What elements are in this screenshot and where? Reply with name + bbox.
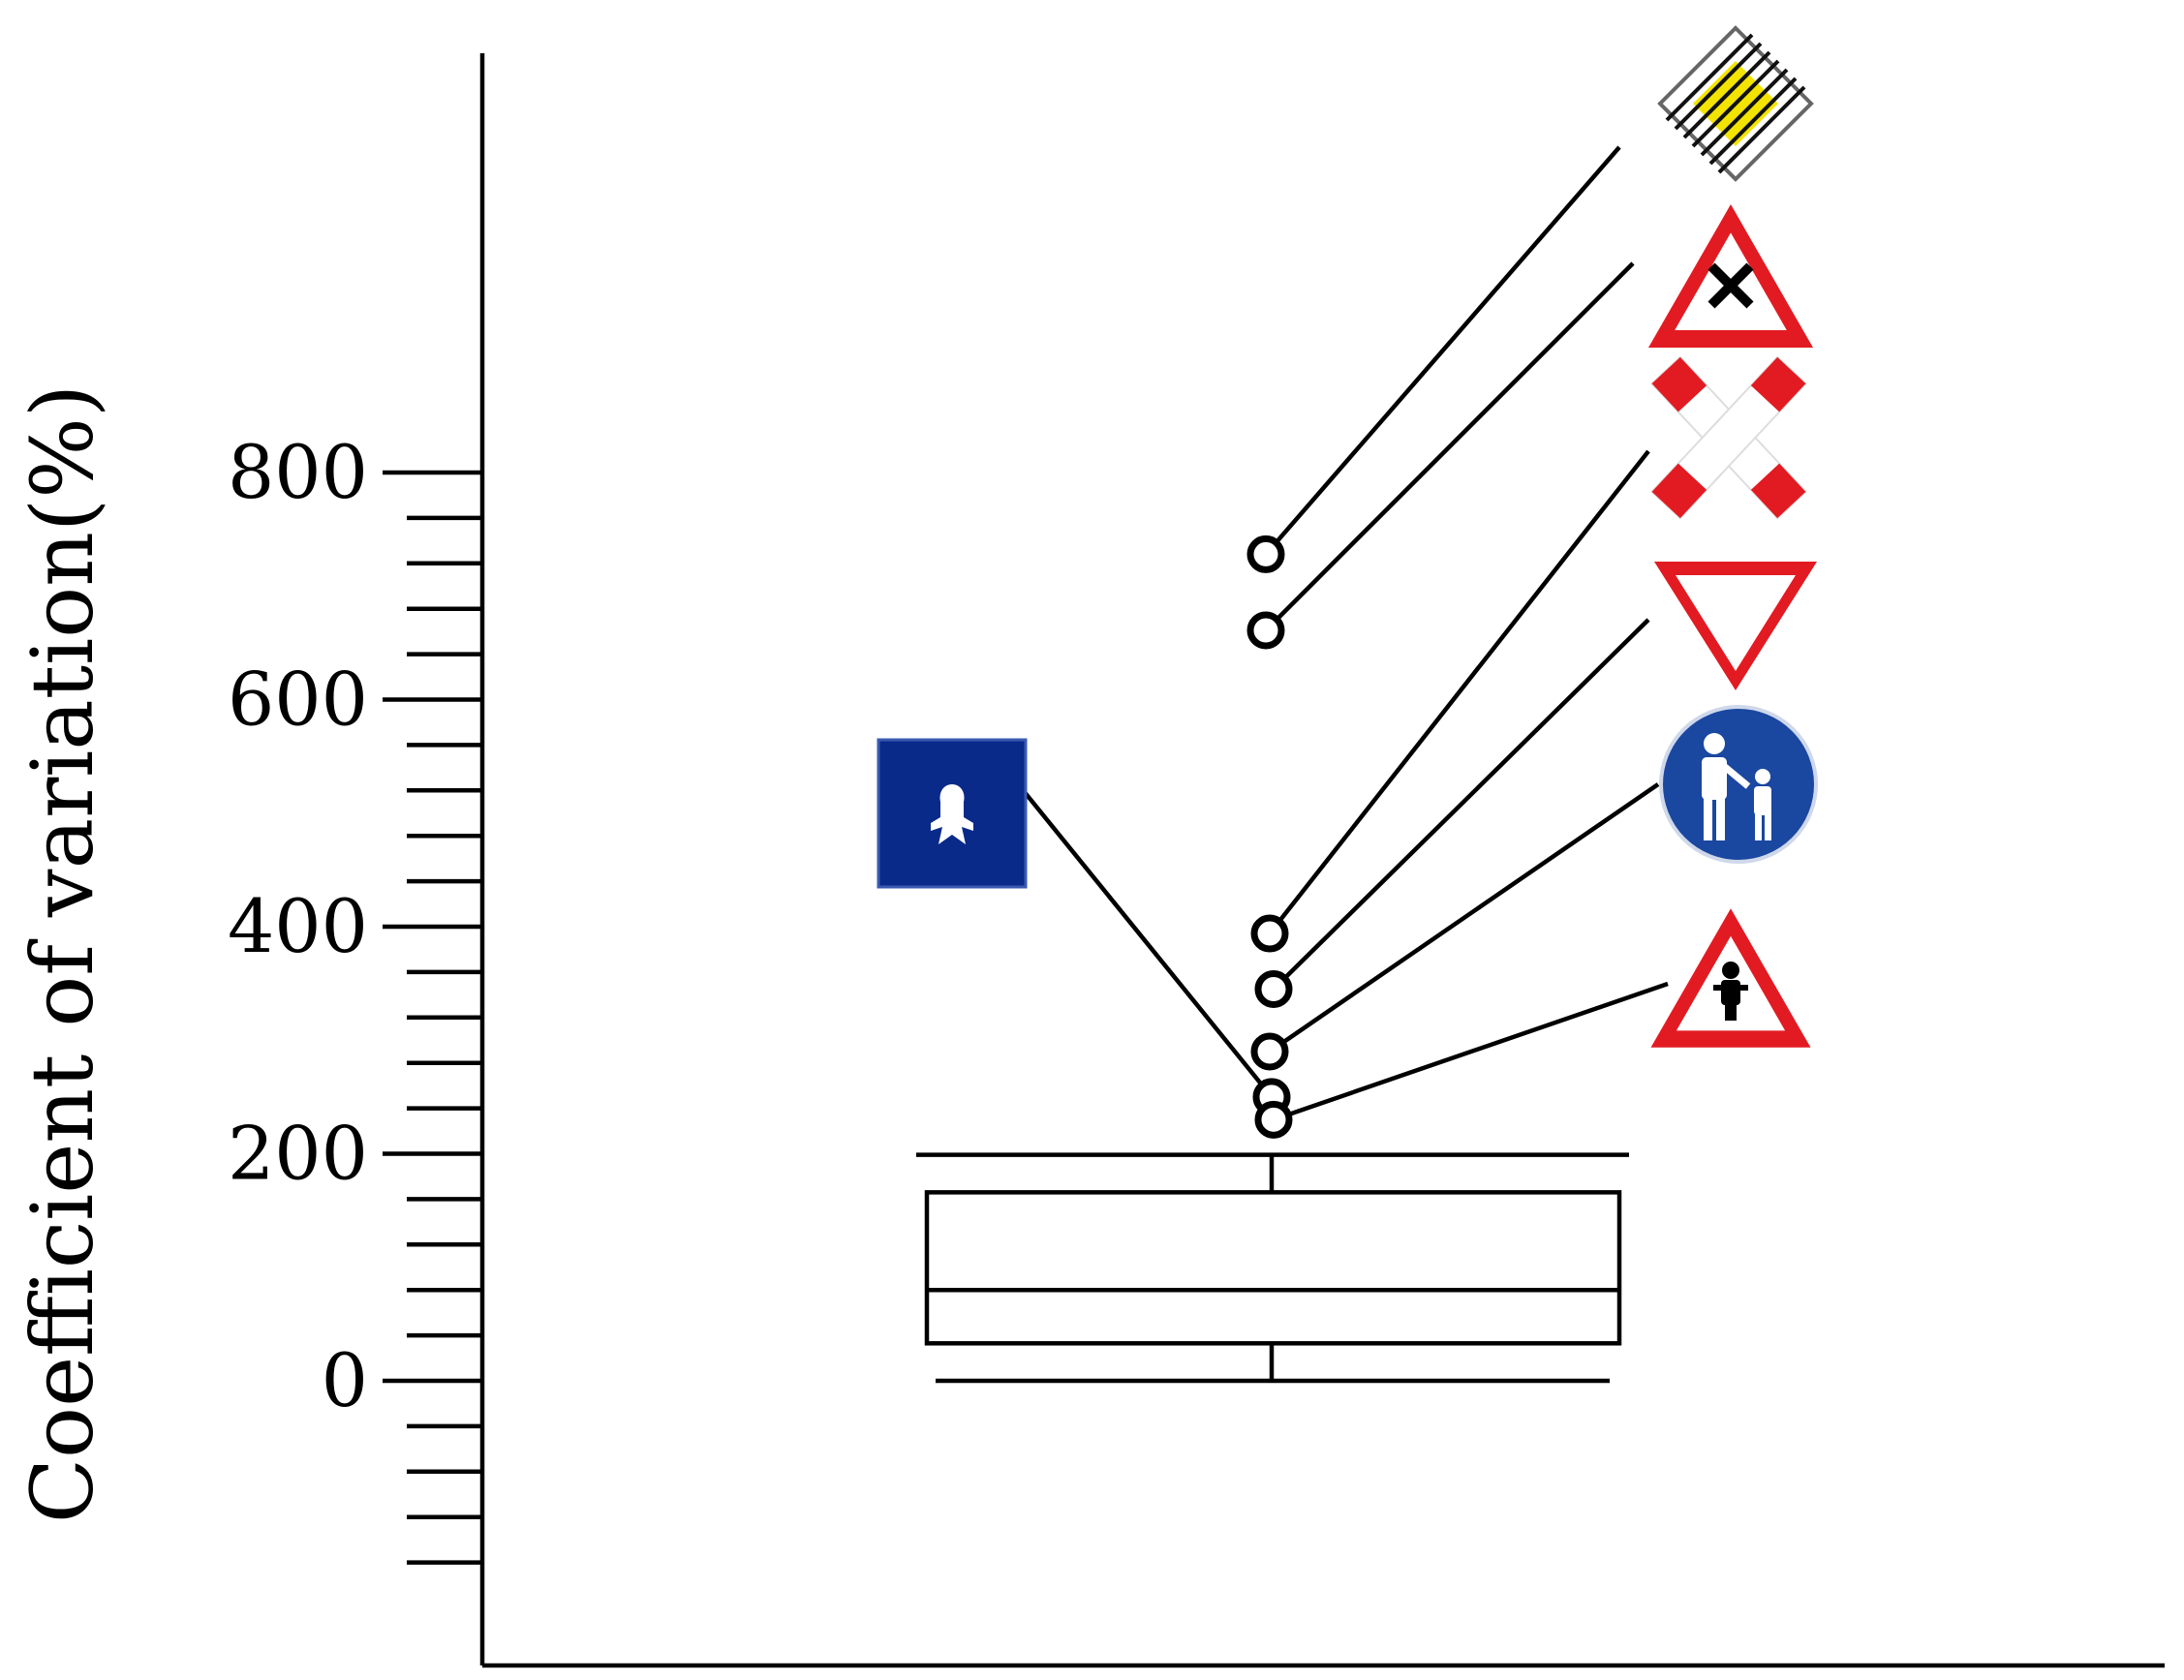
outlier-point [1250, 1032, 1289, 1071]
outlier-point [1254, 1100, 1293, 1139]
leader-line [1264, 145, 1621, 556]
railway-crossing-icon [1650, 355, 1807, 520]
tick-label: 400 [228, 883, 368, 969]
tick-label: 600 [228, 657, 368, 743]
outlier-point [1254, 969, 1293, 1008]
end-of-priority-road-icon [1657, 25, 1814, 182]
leader-line [1272, 618, 1650, 992]
blue-square-sign-icon [877, 738, 1028, 889]
outlier-point [1246, 535, 1285, 573]
y-axis-label: Coefficient of variation(%) [13, 384, 112, 1523]
leader-line [1268, 449, 1650, 935]
leader-line [1264, 261, 1635, 632]
tick-label: 200 [228, 1111, 368, 1197]
axes: 0 200 400 600 800 [228, 53, 2165, 1668]
outlier-point [1250, 914, 1289, 953]
traffic-sign-icons [877, 25, 1818, 1048]
leader-line [1273, 981, 1669, 1122]
interquartile-box [924, 1190, 1622, 1346]
outlier-point [1246, 611, 1285, 650]
box-element [916, 1152, 1629, 1384]
y-axis-ticks: 0 200 400 600 800 [228, 429, 482, 1565]
pedestrian-path-icon [1659, 705, 1818, 864]
yield-sign-icon [1654, 562, 1817, 690]
pedestrian-warning-icon [1650, 908, 1811, 1048]
tick-label: 0 [322, 1337, 368, 1423]
leader-line [1268, 782, 1660, 1054]
outlier-points [1246, 535, 1293, 1139]
leader-line [1022, 789, 1274, 1099]
outlier-leader-lines [1022, 145, 1669, 1122]
tick-label: 800 [228, 429, 368, 515]
intersection-warning-icon [1648, 204, 1813, 348]
